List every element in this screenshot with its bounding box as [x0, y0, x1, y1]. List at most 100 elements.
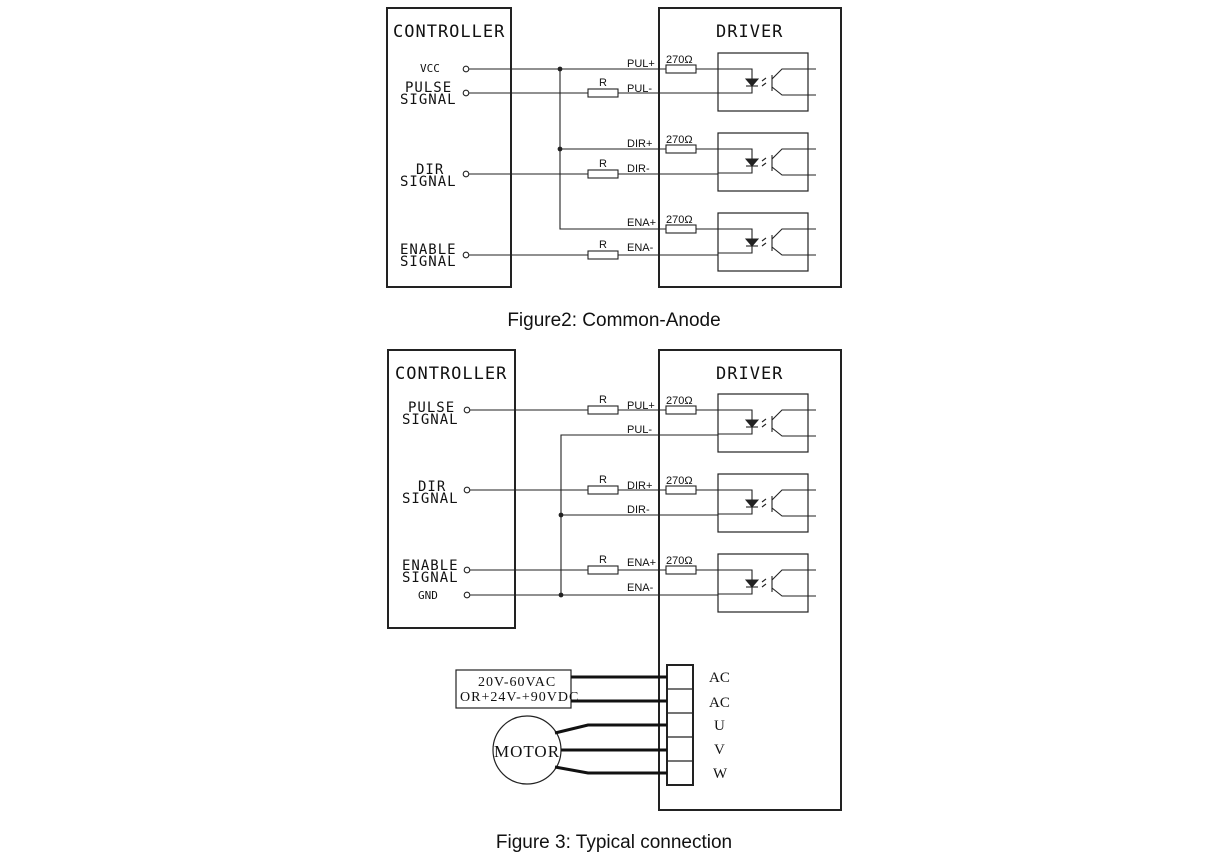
fig3-dir-internal-label: 270Ω	[666, 475, 693, 487]
fig2-enable-r-label: R	[599, 239, 607, 251]
optocoupler-box	[717, 393, 809, 453]
fig3-power-terminal-block	[666, 664, 694, 786]
fig3-motor-wire-u	[554, 723, 667, 735]
fig3-dir-label-1: DIR	[418, 479, 446, 495]
fig2-caption: Figure2: Common-Anode	[507, 310, 720, 331]
phototransistor-leads	[771, 148, 816, 176]
fig3-dir-r-label: R	[599, 474, 607, 486]
optocoupler-box	[717, 473, 809, 533]
fig3-pul-internal-label: 270Ω	[666, 395, 693, 407]
fig3-enable-r-label: R	[599, 554, 607, 566]
fig3-optocoupler-pul	[717, 393, 816, 453]
led-leads	[718, 68, 753, 94]
fig2-dir-minus: DIR-	[627, 163, 650, 175]
fig3-optocoupler-ena	[717, 553, 816, 613]
fig3-pul-plus: PUL+	[627, 400, 655, 412]
fig3-power-label-1: 20V-60VAC	[478, 675, 556, 690]
fig3-dir-minus: DIR-	[627, 504, 650, 516]
fig2-dir-label-2: SIGNAL	[400, 174, 457, 190]
fig2-junction-1	[557, 66, 563, 72]
fig3-dir-plus: DIR+	[627, 480, 652, 492]
fig3-enable-terminal	[463, 566, 471, 574]
fig3-pul-internal-resistor	[665, 405, 697, 415]
fig2-pulse-label-1: PULSE	[405, 80, 452, 96]
fig3-power-label-2: OR+24V-+90VDC	[460, 690, 579, 705]
led-leads	[718, 569, 753, 595]
fig3-driver-box	[658, 349, 842, 811]
fig2-dir-resistor	[587, 169, 619, 179]
fig3-pul-minus: PUL-	[627, 424, 652, 436]
fig2-dir-plus: DIR+	[627, 138, 652, 150]
fig2-dir-label-1: DIR	[416, 162, 444, 178]
fig2-enable-resistor	[587, 250, 619, 260]
fig3-terminal-u: U	[714, 718, 725, 734]
fig3-caption: Figure 3: Typical connection	[496, 832, 732, 853]
fig3-dir-label-2: SIGNAL	[402, 491, 459, 507]
fig3-pulse-r-label: R	[599, 394, 607, 406]
fig2-pulse-r-label: R	[599, 77, 607, 89]
fig2-enable-label-1: ENABLE	[400, 242, 457, 258]
led-diode-icon	[744, 238, 760, 247]
fig3-terminal-ac-2: AC	[709, 695, 730, 711]
fig2-pulse-label-2: SIGNAL	[400, 92, 457, 108]
fig3-gnd-bus	[560, 434, 718, 595]
fig2-ena-internal-label: 270Ω	[666, 214, 693, 226]
fig3-dir-resistor	[587, 485, 619, 495]
fig2-enable-label-2: SIGNAL	[400, 254, 457, 270]
fig3-optocoupler-dir	[717, 473, 816, 533]
fig2-optocoupler-pul	[717, 52, 816, 112]
phototransistor-leads	[771, 409, 816, 437]
fig2-ena-plus: ENA+	[627, 217, 656, 229]
fig2-pulse-resistor	[587, 88, 619, 98]
light-arrows-icon	[761, 77, 767, 87]
fig2-dir-terminal	[462, 170, 470, 178]
figure3-typical-connection: CONTROLLER DRIVER PULSE SIGNAL DIR SIGNA…	[387, 349, 842, 853]
fig2-vcc-label: VCC	[420, 62, 440, 75]
phototransistor-leads	[771, 228, 816, 256]
fig3-motor-label: MOTOR	[494, 742, 560, 761]
light-arrows-icon	[761, 498, 767, 508]
fig2-junction-2	[557, 146, 563, 152]
fig2-ena-minus: ENA-	[627, 242, 654, 254]
fig2-optocoupler-ena	[717, 212, 816, 272]
optocoupler-box	[717, 553, 809, 613]
fig3-junction-1	[558, 512, 564, 518]
led-diode-icon	[744, 579, 760, 588]
fig3-terminal-w: W	[713, 766, 728, 782]
light-arrows-icon	[761, 157, 767, 167]
fig3-dir-internal-resistor	[665, 485, 697, 495]
led-diode-icon	[744, 158, 760, 167]
fig2-pul-internal-resistor	[665, 64, 697, 74]
fig2-vcc-bus	[559, 69, 666, 230]
fig3-enable-label-1: ENABLE	[402, 558, 459, 574]
fig2-driver-title: DRIVER	[716, 22, 783, 42]
fig3-ena-plus: ENA+	[627, 557, 656, 569]
fig3-terminal-ac-1: AC	[709, 670, 730, 686]
fig3-gnd-terminal	[463, 591, 471, 599]
fig2-controller-box	[386, 7, 512, 288]
fig3-dir-terminal	[463, 486, 471, 494]
fig3-terminal-dividers	[667, 688, 693, 762]
fig3-junction-2	[558, 592, 564, 598]
fig2-pul-internal-label: 270Ω	[666, 54, 693, 66]
fig2-dir-internal-label: 270Ω	[666, 134, 693, 146]
fig2-dir-r-label: R	[599, 158, 607, 170]
led-leads	[718, 409, 753, 435]
led-leads	[718, 489, 753, 515]
fig2-pul-plus: PUL+	[627, 58, 655, 70]
fig3-power-source-box	[455, 669, 572, 709]
fig3-ena-minus: ENA-	[627, 582, 654, 594]
fig3-gnd-label: GND	[418, 589, 438, 602]
fig3-motor-wire-w	[554, 765, 667, 775]
fig3-controller-box	[387, 349, 516, 629]
fig3-pulse-label-2: SIGNAL	[402, 412, 459, 428]
phototransistor-leads	[771, 569, 816, 597]
fig2-ena-internal-resistor	[665, 224, 697, 234]
fig3-enable-resistor	[587, 565, 619, 575]
fig3-controller-title: CONTROLLER	[395, 364, 507, 384]
led-leads	[718, 148, 753, 174]
optocoupler-box	[717, 212, 809, 272]
phototransistor-leads	[771, 489, 816, 517]
led-diode-icon	[744, 78, 760, 87]
fig2-dir-internal-resistor	[665, 144, 697, 154]
